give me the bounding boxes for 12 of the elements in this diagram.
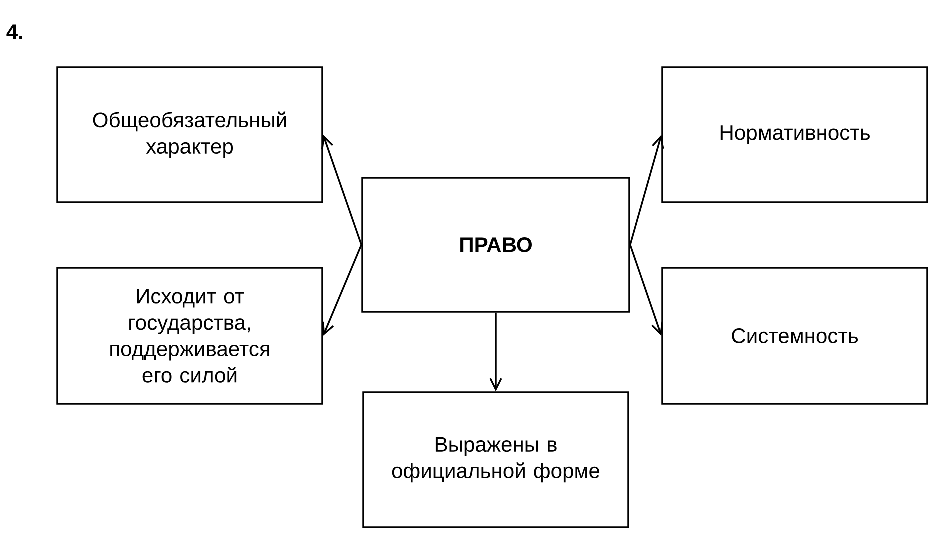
term-box: Выражены в официальной форме: [362, 392, 630, 528]
term-box: Нормативность: [662, 66, 928, 204]
term-box: Системность: [662, 267, 928, 405]
concept-box: ПРАВО: [362, 177, 630, 313]
term-box: Исходит от государства, поддерживается его силой: [56, 267, 324, 405]
arrow: [630, 135, 664, 246]
task-number: 4.: [6, 24, 22, 40]
arrow: [322, 135, 362, 246]
arrow: [490, 312, 502, 392]
arrow: [630, 244, 664, 336]
term-box: Общеобязательный характер: [56, 66, 324, 204]
arrow: [322, 244, 362, 336]
